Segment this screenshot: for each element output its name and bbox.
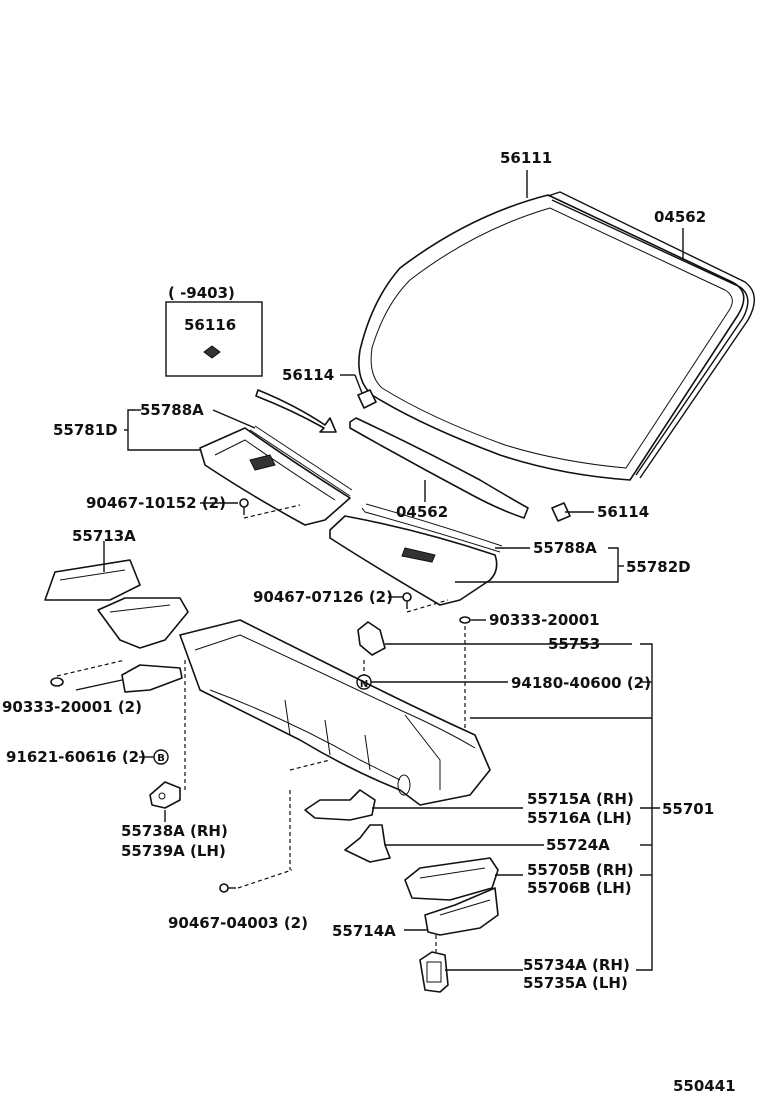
label-55735A: 55735A (LH) bbox=[523, 974, 628, 992]
label-55706B: 55706B (LH) bbox=[527, 879, 632, 897]
plug-90333-20001-right[interactable] bbox=[459, 616, 471, 624]
windshield-moulding-bottom[interactable] bbox=[349, 417, 529, 519]
side-panel-55713A[interactable] bbox=[44, 559, 189, 649]
label-55738A: 55738A (RH) bbox=[121, 822, 228, 840]
label-55701: 55701 bbox=[662, 800, 714, 818]
svg-text:N: N bbox=[360, 679, 368, 690]
panel-55734A[interactable] bbox=[419, 951, 449, 993]
screw-90467-04003[interactable] bbox=[219, 883, 236, 893]
label-55734A: 55734A (RH) bbox=[523, 956, 630, 974]
windshield-glass[interactable] bbox=[358, 194, 745, 481]
bracket-55724A[interactable] bbox=[344, 824, 391, 863]
label-range: ( -9403) bbox=[168, 284, 235, 302]
label-90467-10152: 90467-10152 (2) bbox=[86, 494, 226, 512]
nut-marker-n: N bbox=[356, 674, 372, 690]
windshield-moulding-top[interactable] bbox=[547, 191, 755, 479]
panel-55714A[interactable] bbox=[424, 887, 499, 936]
label-55788A-top: 55788A bbox=[140, 401, 204, 419]
part-labels: 56111 04562 ( -9403) 56116 56114 55788A … bbox=[2, 149, 736, 1095]
label-55781D: 55781D bbox=[53, 421, 118, 439]
leader-lines bbox=[75, 170, 684, 971]
figure-number: 550441 bbox=[673, 1077, 736, 1095]
range-box bbox=[165, 301, 263, 377]
label-55713A: 55713A bbox=[72, 527, 136, 545]
label-90467-04003: 90467-04003 (2) bbox=[168, 914, 308, 932]
label-90467-07126: 90467-07126 (2) bbox=[253, 588, 393, 606]
plug-90333-20001-left[interactable] bbox=[50, 677, 64, 687]
label-04562-top: 04562 bbox=[654, 208, 706, 226]
label-94180-40600: 94180-40600 (2) bbox=[511, 674, 651, 692]
panel-55705B[interactable] bbox=[404, 857, 499, 901]
bracket-left[interactable] bbox=[121, 664, 183, 693]
screw-90467-10152[interactable] bbox=[239, 498, 249, 515]
label-55716A: 55716A (LH) bbox=[527, 809, 632, 827]
cowl-louver-lower[interactable] bbox=[329, 503, 503, 606]
label-56111: 56111 bbox=[500, 149, 552, 167]
label-90333-20001-right: 90333-20001 bbox=[489, 611, 600, 629]
clip-56114-bottom[interactable] bbox=[551, 502, 571, 522]
cowl-panel-main[interactable] bbox=[179, 619, 491, 806]
clip-56114-top[interactable] bbox=[357, 389, 377, 409]
label-56114-top: 56114 bbox=[282, 366, 334, 384]
label-55782D: 55782D bbox=[626, 558, 691, 576]
label-55753: 55753 bbox=[548, 635, 600, 653]
bracket-55738A[interactable] bbox=[149, 781, 181, 809]
cowl-louver-upper[interactable] bbox=[199, 425, 353, 526]
bracket-55753[interactable] bbox=[357, 621, 386, 656]
label-55714A: 55714A bbox=[332, 922, 396, 940]
label-55739A: 55739A (LH) bbox=[121, 842, 226, 860]
label-55715A: 55715A (RH) bbox=[527, 790, 634, 808]
direction-arrow-icon bbox=[255, 389, 337, 433]
label-55705B: 55705B (RH) bbox=[527, 861, 634, 879]
label-91621-60616: 91621-60616 (2) bbox=[6, 748, 146, 766]
label-55724A: 55724A bbox=[546, 836, 610, 854]
bolt-marker-b: B bbox=[153, 749, 169, 765]
clip-56116[interactable] bbox=[203, 345, 221, 359]
bracket-55715A[interactable] bbox=[304, 789, 376, 821]
label-04562-bottom: 04562 bbox=[396, 503, 448, 521]
label-55788A-bottom: 55788A bbox=[533, 539, 597, 557]
screw-90467-07126[interactable] bbox=[402, 592, 412, 609]
svg-text:B: B bbox=[157, 753, 165, 764]
label-56114-bottom: 56114 bbox=[597, 503, 649, 521]
label-90333-20001-left: 90333-20001 (2) bbox=[2, 698, 142, 716]
label-56116: 56116 bbox=[184, 316, 236, 334]
